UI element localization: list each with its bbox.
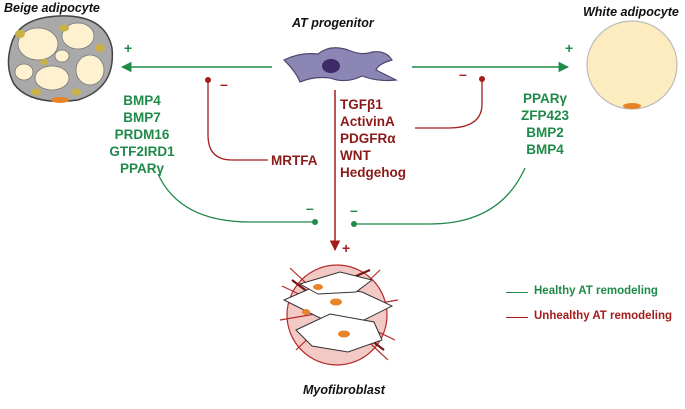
beige-factor: PRDM16	[114, 127, 170, 142]
fibrosis-inhibition-line	[415, 79, 483, 129]
white-factor-list: PPARγ ZFP423 BMP2 BMP4	[505, 90, 585, 158]
plus-sign-myofibroblast: +	[342, 240, 351, 256]
legend-unhealthy-swatch	[506, 317, 528, 318]
fibrotic-factor: Hedgehog	[340, 165, 406, 180]
beige-factor: BMP7	[123, 110, 161, 125]
myofibroblast-title: Myofibroblast	[303, 383, 385, 397]
beige-factor: PPARγ	[119, 161, 164, 176]
beige-factor: BMP4	[123, 93, 161, 108]
white-factor: BMP2	[526, 125, 564, 140]
white-factor: BMP4	[526, 142, 564, 157]
fibrotic-factor: WNT	[340, 148, 371, 163]
beige-adipocyte-icon	[7, 15, 114, 103]
white-adipocyte-icon	[586, 20, 678, 110]
myofibroblast-icon	[279, 264, 399, 366]
minus-sign-beige-factors: –	[306, 200, 314, 216]
legend-healthy-label: Healthy AT remodeling	[534, 285, 658, 297]
fibrotic-factor-list: TGFβ1 ActivinA PDGFRα WNT Hedgehog	[340, 96, 406, 181]
beige-inhibition-line	[157, 173, 313, 223]
plus-sign-beige: +	[124, 40, 133, 56]
legend-healthy-swatch	[506, 292, 528, 293]
legend-unhealthy-label: Unhealthy AT remodeling	[534, 310, 673, 322]
white-factor: ZFP423	[520, 108, 570, 123]
minus-sign-mrtfa: –	[220, 76, 228, 92]
fibrotic-factor: TGFβ1	[340, 97, 383, 112]
minus-sign-fibrosis: –	[459, 66, 467, 82]
white-adipocyte-title: White adipocyte	[583, 5, 679, 19]
fibrotic-factor: PDGFRα	[340, 131, 396, 146]
progenitor-cell-icon	[282, 47, 399, 83]
beige-factor: GTF2IRD1	[109, 144, 175, 159]
plus-sign-white: +	[565, 40, 574, 56]
beige-factor-list: BMP4 BMP7 PRDM16 GTF2IRD1 PPARγ	[92, 92, 192, 177]
fibrotic-factor: ActivinA	[340, 114, 395, 129]
white-inhibition-line	[356, 167, 526, 225]
beige-adipocyte-title: Beige adipocyte	[4, 1, 100, 15]
white-factor: PPARγ	[522, 91, 567, 106]
minus-sign-white-factors: –	[350, 202, 358, 218]
mrtfa-inhibition-line	[207, 80, 268, 161]
mrtfa-label: MRTFA	[271, 153, 318, 168]
progenitor-title: AT progenitor	[292, 16, 374, 30]
